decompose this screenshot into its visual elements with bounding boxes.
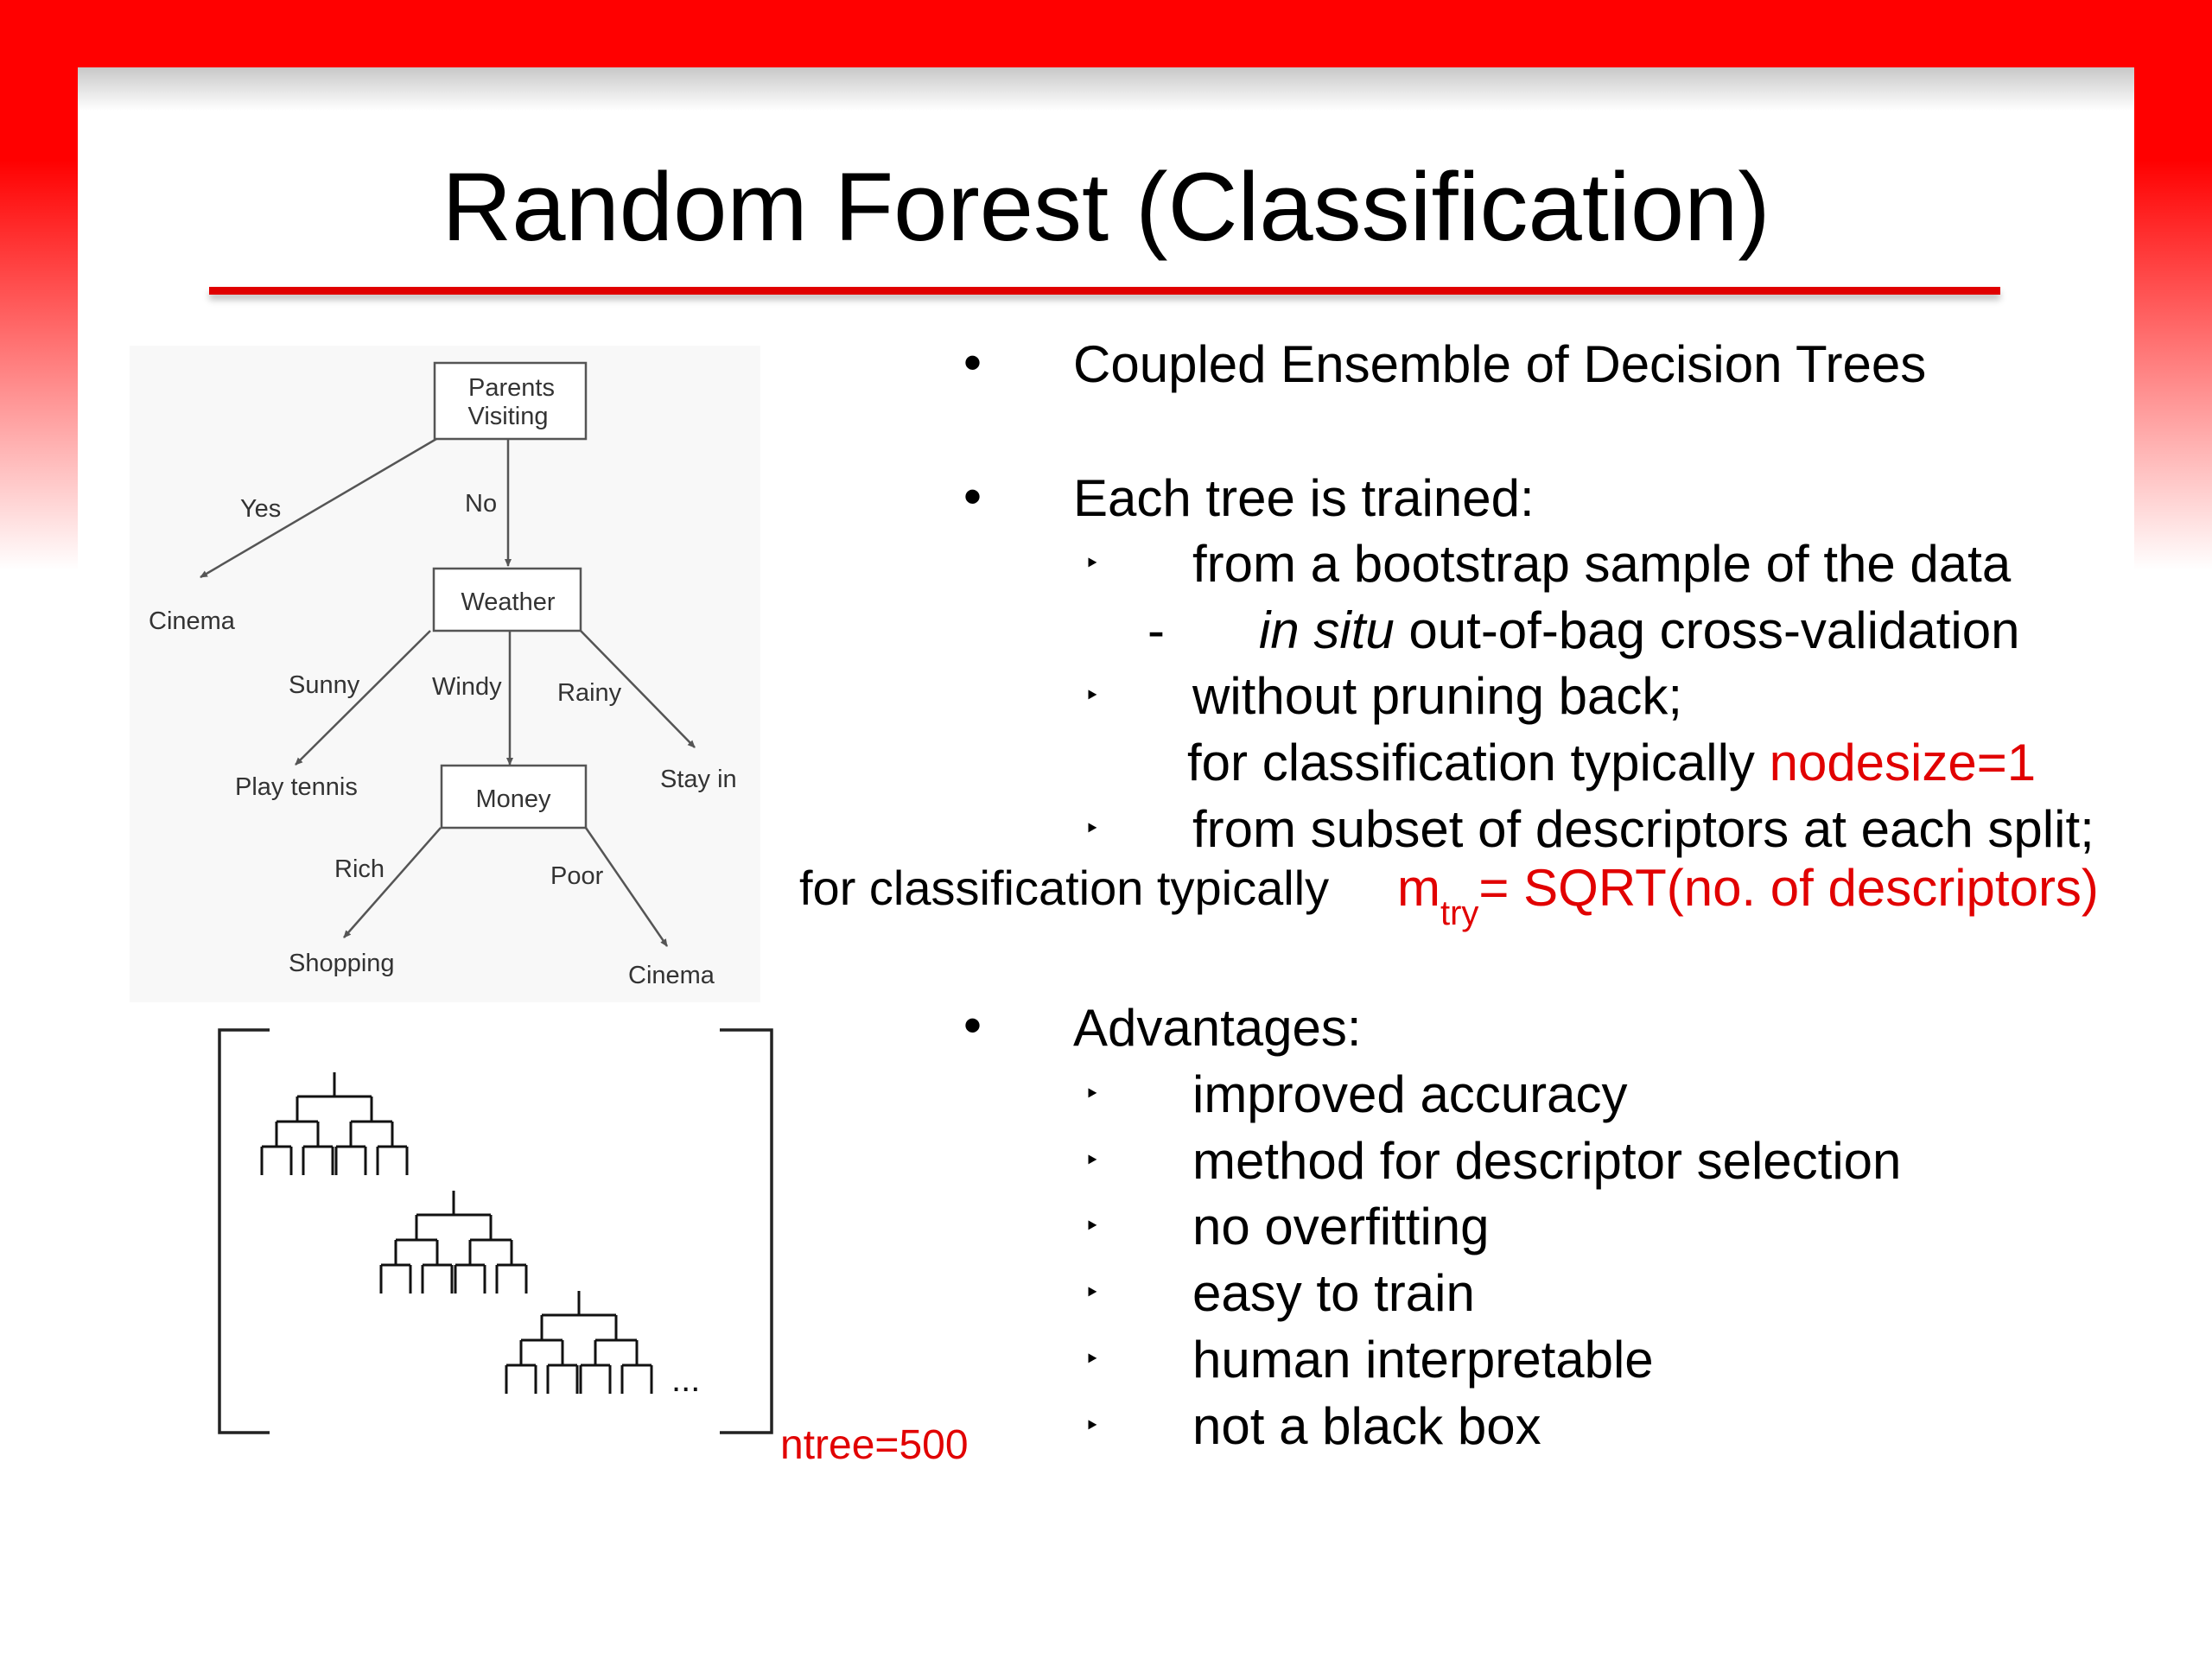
nodesize-prefix: for classification typically	[1187, 734, 1770, 791]
leaf-play-tennis: Play tennis	[235, 773, 358, 801]
mtry-rest: = SQRT(no. of descriptors)	[1478, 859, 2099, 917]
edge-label-yes: Yes	[240, 495, 281, 523]
bullet-dot: •	[963, 467, 982, 525]
mtry-sub: try	[1440, 894, 1479, 932]
bullet-advantages: Advantages:	[1073, 999, 1362, 1057]
advantage-item: easy to train	[1192, 1264, 1475, 1322]
title-underline	[209, 287, 2000, 295]
leaf-stay-in: Stay in	[660, 766, 737, 793]
sub-bullet-arrow: ‣	[1084, 815, 1100, 843]
advantage-item: not a black box	[1192, 1397, 1541, 1455]
edge-label-no: No	[465, 490, 497, 518]
sub-subset: from subset of descriptors at each split…	[1192, 800, 2094, 858]
edge-label-poor: Poor	[550, 862, 604, 890]
edge-label-windy: Windy	[432, 673, 502, 701]
mini-tree-icon-2	[379, 1191, 528, 1294]
edge-sunny	[295, 630, 431, 766]
edge-label-rainy: Rainy	[557, 679, 622, 707]
decision-tree-background	[130, 346, 760, 1002]
top-red-bar	[0, 0, 2212, 67]
edge-poor	[584, 827, 669, 947]
nodesize-value: nodesize=1	[1769, 734, 2037, 791]
right-red-gradient	[2134, 0, 2212, 570]
left-red-gradient	[0, 0, 78, 570]
sub-nodesize-line: for classification typically nodesize=1	[1187, 737, 2036, 789]
advantage-item: human interpretable	[1192, 1331, 1654, 1389]
bullet-ensemble: Coupled Ensemble of Decision Trees	[1073, 335, 1927, 393]
mini-tree-icon-3	[505, 1291, 653, 1394]
sub-bullet-arrow: ‣	[1084, 1412, 1100, 1440]
sub-bullet-arrow: ‣	[1084, 1345, 1100, 1374]
weather-node-label: Weather	[461, 588, 555, 616]
leaf-shopping: Shopping	[289, 950, 395, 977]
leaf-cinema-left: Cinema	[149, 607, 236, 635]
mtry-m: m	[1397, 859, 1440, 917]
ntree-label: ntree=500	[780, 1422, 969, 1468]
root-label-1: Parents	[468, 374, 555, 402]
sub-bullet-arrow: ‣	[1084, 550, 1100, 578]
sub-oob: in situ out-of-bag cross-validation	[1259, 605, 2019, 657]
sub-no-pruning: without pruning back;	[1192, 667, 1683, 725]
sub-sub-dash: -	[1147, 601, 1165, 659]
sub-bullet-arrow: ‣	[1084, 1212, 1100, 1241]
in-situ-italic: in situ	[1259, 601, 1395, 659]
edge-rich	[343, 827, 442, 938]
root-label-2: Visiting	[468, 403, 549, 430]
sub-bullet-arrow: ‣	[1084, 1080, 1100, 1109]
leaf-cinema-right: Cinema	[628, 962, 715, 989]
mtry-prefix: for classification typically	[799, 861, 1330, 915]
sub-bullet-arrow: ‣	[1084, 1147, 1100, 1175]
sub-bullet-arrow: ‣	[1084, 682, 1100, 710]
money-node-box	[440, 764, 588, 830]
sub-bootstrap: from a bootstrap sample of the data	[1192, 535, 2012, 593]
oob-text: out-of-bag cross-validation	[1394, 601, 2020, 659]
forest-ellipsis: ...	[671, 1361, 700, 1399]
edge-yes	[200, 437, 437, 579]
bullet-each-tree: Each tree is trained:	[1073, 469, 1535, 527]
panel-shadow	[78, 67, 2134, 111]
bullet-dot: •	[963, 334, 982, 391]
advantage-item: no overfitting	[1192, 1198, 1490, 1255]
mtry-formula: mtry= SQRT(no. of descriptors)	[1397, 859, 2099, 931]
edge-label-rich: Rich	[334, 855, 385, 883]
weather-node-box	[432, 567, 582, 632]
mtry-line: for classification typically	[799, 864, 1329, 912]
slide-title: Random Forest (Classification)	[442, 153, 1770, 261]
edge-rainy	[580, 630, 696, 748]
edge-label-sunny: Sunny	[289, 671, 360, 699]
mini-tree-icon-1	[260, 1072, 409, 1175]
advantage-item: method for descriptor selection	[1192, 1132, 1902, 1190]
forest-bracket	[218, 1028, 773, 1434]
advantage-item: improved accuracy	[1192, 1065, 1628, 1123]
root-node-box	[433, 361, 588, 441]
money-node-label: Money	[475, 785, 551, 813]
bullet-dot: •	[963, 996, 982, 1054]
sub-bullet-arrow: ‣	[1084, 1279, 1100, 1307]
